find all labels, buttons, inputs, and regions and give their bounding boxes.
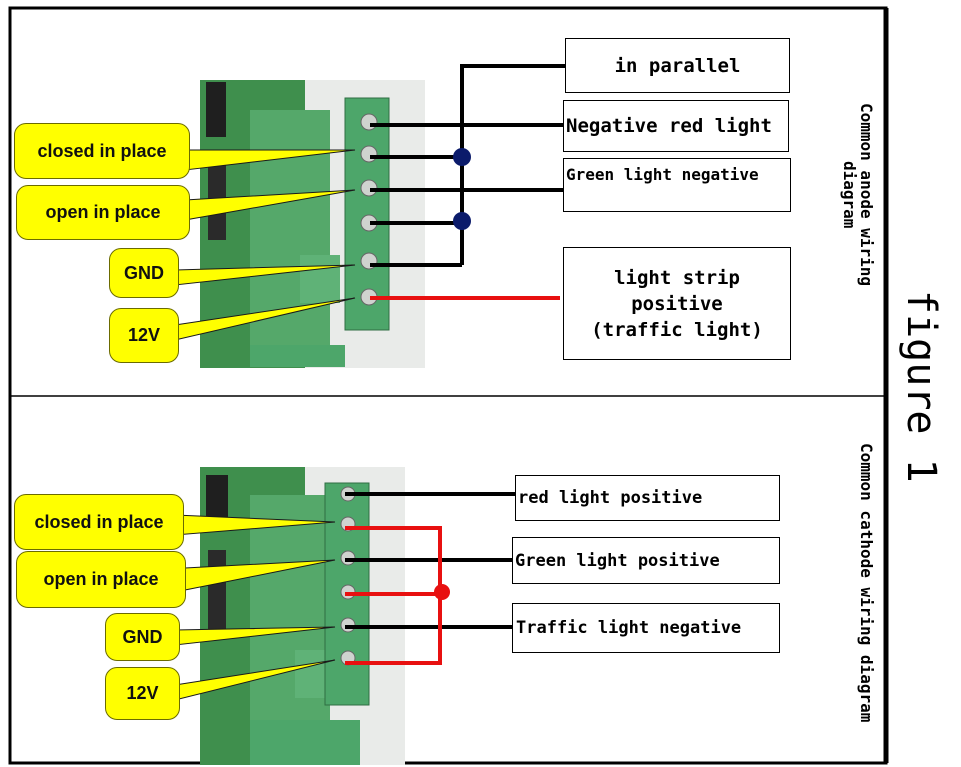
- bottom-callout-leaders: [174, 514, 336, 701]
- callout-gnd: GND: [105, 613, 180, 661]
- bottom-junction-dot: [434, 584, 450, 600]
- label-negative-red-light: Negative red light: [563, 100, 789, 152]
- label-strip-line-1: light strip: [614, 266, 740, 289]
- label-strip-line-3: (traffic light): [591, 318, 763, 341]
- bottom-board-photo: [200, 467, 405, 765]
- label-green-light-negative: Green light negative: [563, 158, 791, 212]
- callout-12v: 12V: [109, 308, 179, 363]
- figure-label: figure 1: [898, 290, 944, 483]
- bottom-panel-title: Common cathode wiring diagram: [857, 443, 876, 723]
- callout-closed-in-place: closed in place: [14, 123, 190, 179]
- top-panel-title: Common anode wiring diagram: [840, 102, 876, 287]
- callout-open-in-place: open in place: [16, 185, 190, 240]
- label-in-parallel: in parallel: [565, 38, 790, 93]
- label-traffic-light-negative: Traffic light negative: [512, 603, 780, 653]
- callout-closed-in-place: closed in place: [14, 494, 184, 550]
- label-light-strip-positive: light strip positive (traffic light): [563, 247, 791, 360]
- callout-12v: 12V: [105, 667, 180, 720]
- label-red-light-positive: red light positive: [515, 475, 780, 521]
- top-junction-dot: [453, 212, 471, 230]
- label-strip-line-2: positive: [631, 292, 723, 315]
- label-green-light-positive: Green light positive: [512, 537, 780, 584]
- top-wires: [370, 64, 565, 300]
- callout-gnd: GND: [109, 248, 179, 298]
- top-callout-leaders: [174, 149, 356, 341]
- top-junction-dot: [453, 148, 471, 166]
- callout-open-in-place: open in place: [16, 551, 186, 608]
